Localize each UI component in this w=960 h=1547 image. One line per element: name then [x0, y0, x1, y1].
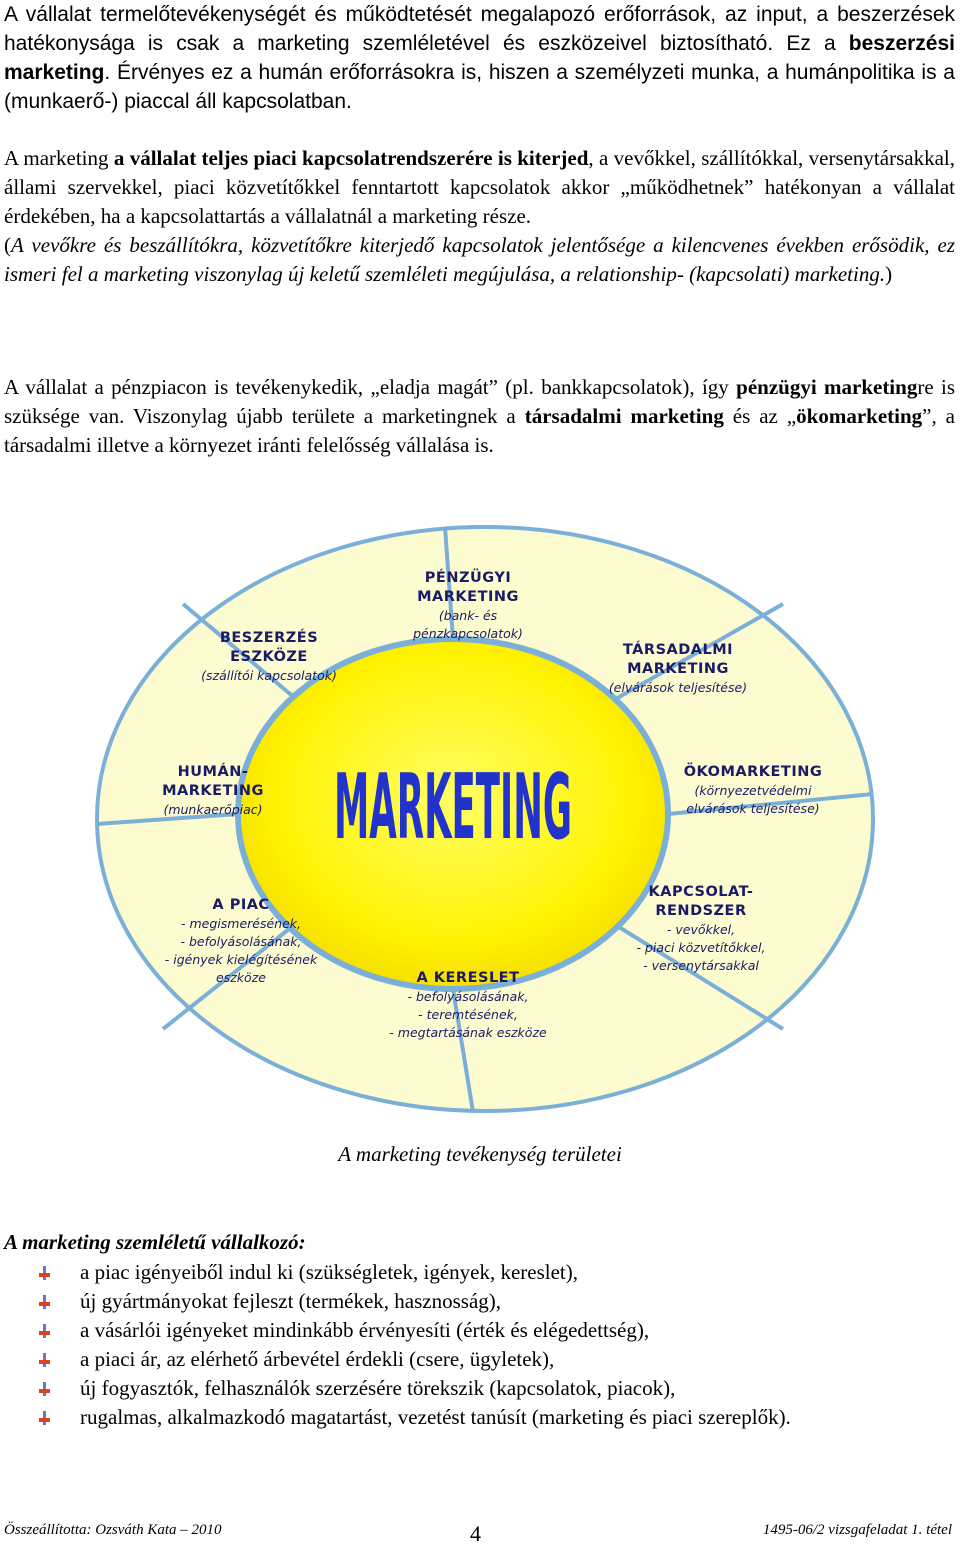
- intro-paragraph: A vállalat termelőtevékenységét és működ…: [0, 0, 960, 116]
- segment-title: MARKETING: [162, 783, 264, 799]
- list-item: a piac igényeiből indul ki (szükségletek…: [38, 1258, 791, 1287]
- list-item: új gyártmányokat fejleszt (termékek, has…: [38, 1287, 791, 1316]
- segment-subtitle: pénzkapcsolatok): [412, 626, 523, 641]
- segment-subtitle: - igények kielégítésének: [165, 952, 318, 967]
- segment-labels: PÉNZÜGYI MARKETING (bank- és pénzkapcsolato…: [162, 568, 822, 1040]
- segment-subtitle: - piaci közvetítőkkel,: [637, 940, 766, 955]
- segment-title: ESZKÖZE: [230, 647, 308, 665]
- segment-title: RENDSZER: [655, 903, 746, 919]
- segment-title: BESZERZÉS: [220, 629, 318, 646]
- bullet-icon: [39, 1266, 50, 1280]
- segment-5: A KERESLET - befolyásolásának, - teremtésé…: [389, 970, 547, 1040]
- segment-7: HUMÁN- MARKETING (munkaerőpiac): [162, 763, 264, 817]
- segment-3: ÖKOMARKETING (környezetvédelmi elvárások t…: [684, 762, 823, 816]
- bold-term: pénzügyi marketing: [736, 375, 918, 399]
- diagram-caption: A marketing tevékenység területei: [338, 1142, 622, 1166]
- text-run: ): [885, 262, 893, 286]
- text-run: (: [4, 233, 11, 257]
- text-run: A marketing: [4, 146, 114, 170]
- footer-exam-code: 1495-06/2 vizsgafeladat 1. tétel: [762, 1522, 952, 1538]
- segment-title: MARKETING: [627, 661, 729, 677]
- segment-title: KAPCSOLAT-: [649, 884, 754, 900]
- bold-term: ökomarketing: [796, 404, 923, 428]
- segment-subtitle: - vevőkkel,: [667, 922, 735, 937]
- segment-subtitle: (bank- és: [439, 608, 498, 623]
- list-item-text: új fogyasztók, felhasználók szerzésére t…: [80, 1376, 676, 1400]
- segment-divider: [597, 602, 784, 711]
- bullet-list: a piac igényeiből indul ki (szükségletek…: [38, 1258, 791, 1432]
- segment-subtitle: (szállítói kapcsolatok): [201, 668, 337, 683]
- segment-title: MARKETING: [417, 589, 519, 605]
- list-item-text: a piaci ár, az elérhető árbevétel érdekl…: [80, 1347, 555, 1371]
- segment-subtitle: (elvárások teljesítése): [609, 680, 747, 695]
- segment-dividers: [96, 526, 874, 1113]
- segment-divider: [181, 602, 310, 711]
- segment-1: PÉNZÜGYI MARKETING (bank- és pénzkapcsolato…: [412, 568, 523, 641]
- text-run: , a vevőkkel, szállítókkal, versenytársa…: [4, 146, 955, 228]
- segment-subtitle: eszköze: [216, 970, 266, 985]
- list-item-text: a vásárlói igényeket mindinkább érvényes…: [80, 1318, 650, 1342]
- segment-subtitle: - versenytársakkal: [643, 958, 759, 973]
- segment-divider: [443, 526, 455, 640]
- list-item: rugalmas, alkalmazkodó magatartást, veze…: [38, 1403, 791, 1432]
- segment-2: TÁRSADALMI MARKETING (elvárások teljesítés…: [609, 641, 747, 695]
- segment-title: A PIAC: [212, 897, 269, 913]
- segment-subtitle: elvárások teljesítése): [686, 801, 819, 816]
- segment-title: HUMÁN-: [178, 763, 249, 780]
- segment-subtitle: (munkaerőpiac): [163, 802, 262, 817]
- text-run: A vállalat termelőtevékenységét és működ…: [4, 3, 955, 55]
- text-run: . Érvényes ez a humán erőforrásokra is, …: [4, 61, 955, 113]
- segment-divider: [161, 912, 310, 1031]
- segment-subtitle: - megismerésének,: [181, 916, 301, 931]
- segment-subtitle: - teremtésének,: [418, 1007, 518, 1022]
- segment-subtitle: (környezetvédelmi: [695, 783, 812, 798]
- segment-divider: [596, 912, 785, 1031]
- bullet-icon: [39, 1411, 50, 1425]
- text-run: ”, a társadalmi illetve a környezet irán…: [4, 404, 955, 457]
- relationship-paragraph: A marketing a vállalat teljes piaci kapc…: [0, 144, 960, 289]
- text-run: A vállalat a pénzpiacon is tevékenykedik…: [4, 375, 737, 399]
- segment-subtitle: - befolyásolásának,: [181, 934, 302, 949]
- text-run: re is szüksége van. Viszonylag újabb ter…: [4, 375, 955, 428]
- segment-title: PÉNZÜGYI: [425, 568, 511, 586]
- bullet-icon: [39, 1295, 50, 1309]
- center-title: MARKETING: [334, 755, 572, 860]
- list-item: a vásárlói igényeket mindinkább érvényes…: [38, 1316, 791, 1345]
- segment-6: A PIAC - megismerésének, - befolyásolásána…: [165, 897, 318, 985]
- bullet-icon: [39, 1353, 50, 1367]
- inner-ellipse: [235, 636, 671, 992]
- segment-title: TÁRSADALMI: [623, 641, 733, 658]
- segment-title: ÖKOMARKETING: [684, 762, 823, 780]
- center-label: MARKETING: [334, 755, 572, 860]
- page-number: 4: [470, 1521, 481, 1546]
- segment-4: KAPCSOLAT- RENDSZER - vevőkkel, - piaci köz…: [637, 884, 766, 973]
- segment-divider: [451, 988, 475, 1113]
- italic-note: A vevőkre és beszállítókra, közvetítőkre…: [4, 233, 955, 286]
- bullet-icon: [39, 1324, 50, 1338]
- list-item: új fogyasztók, felhasználók szerzésére t…: [38, 1374, 791, 1403]
- list-heading: A marketing szemléletű vállalkozó:: [4, 1230, 306, 1254]
- bullet-icon: [39, 1382, 50, 1396]
- list-item-text: új gyártmányokat fejleszt (termékek, has…: [80, 1289, 502, 1313]
- list-item-text: a piac igényeiből indul ki (szükségletek…: [80, 1260, 579, 1284]
- footer-author: Összeállította: Ozsváth Kata – 2010: [4, 1522, 222, 1538]
- bold-term: beszerzési marketing: [4, 32, 955, 84]
- segment-subtitle: - megtartásának eszköze: [389, 1025, 547, 1040]
- list-item: a piaci ár, az elérhető árbevétel érdekl…: [38, 1345, 791, 1374]
- bold-term: a vállalat teljes piaci kapcsolatrendsze…: [113, 146, 589, 170]
- marketing-areas-diagram: MARKETING PÉNZÜGYI MARKETING (bank- és pénz…: [95, 525, 875, 1113]
- financial-paragraph: A vállalat a pénzpiacon is tevékenykedik…: [0, 373, 960, 460]
- segment-divider: [667, 792, 874, 816]
- bold-term: társadalmi marketing: [524, 404, 724, 428]
- segment-subtitle: - befolyásolásának,: [408, 989, 529, 1004]
- list-item-text: rugalmas, alkalmazkodó magatartást, veze…: [80, 1405, 791, 1429]
- segment-divider: [96, 812, 239, 826]
- text-run: és az „: [723, 404, 797, 428]
- segment-title: A KERESLET: [417, 970, 520, 986]
